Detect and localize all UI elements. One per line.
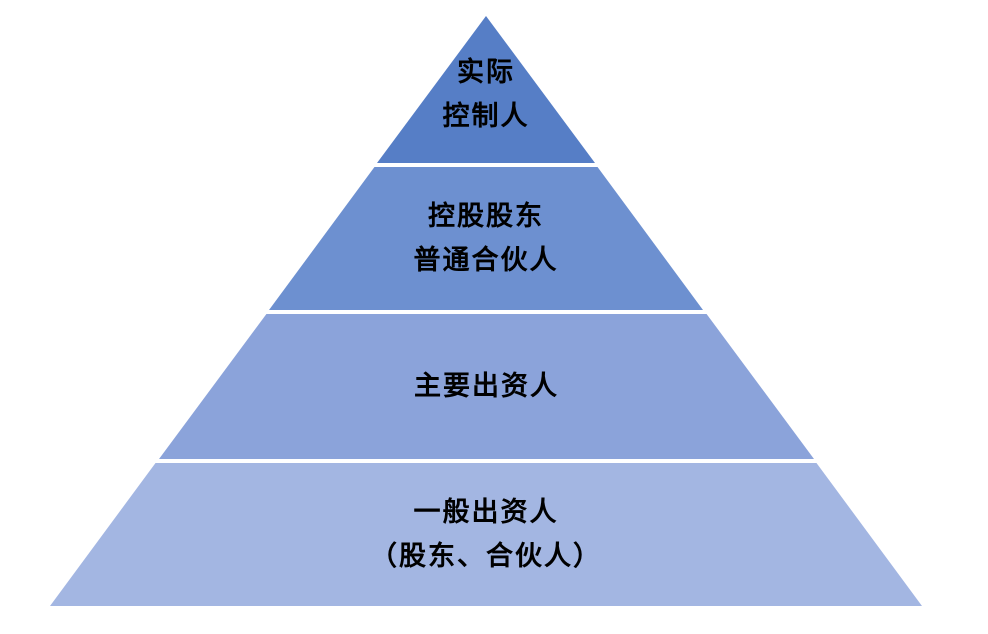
level-4-label-line-1: 一般出资人 (413, 496, 559, 528)
pyramid-level-general-investor: 一般出资人 （股东、合伙人） (50, 463, 922, 606)
pyramid-level-controlling-shareholder: 控股股东 普通合伙人 (269, 167, 703, 310)
pyramid-level-major-investor: 主要出资人 (159, 314, 814, 459)
level-2-label-line-2: 普通合伙人 (413, 244, 559, 276)
level-1-label-line-2: 控制人 (442, 100, 530, 132)
level-2-label-line-1: 控股股东 (428, 200, 544, 232)
level-3-label-line-1: 主要出资人 (414, 370, 559, 402)
level-1-label-line-1: 实际 (457, 56, 515, 88)
level-4-label-line-2: （股东、合伙人） (370, 540, 602, 572)
pyramid-level-actual-controller: 实际 控制人 (377, 16, 595, 163)
